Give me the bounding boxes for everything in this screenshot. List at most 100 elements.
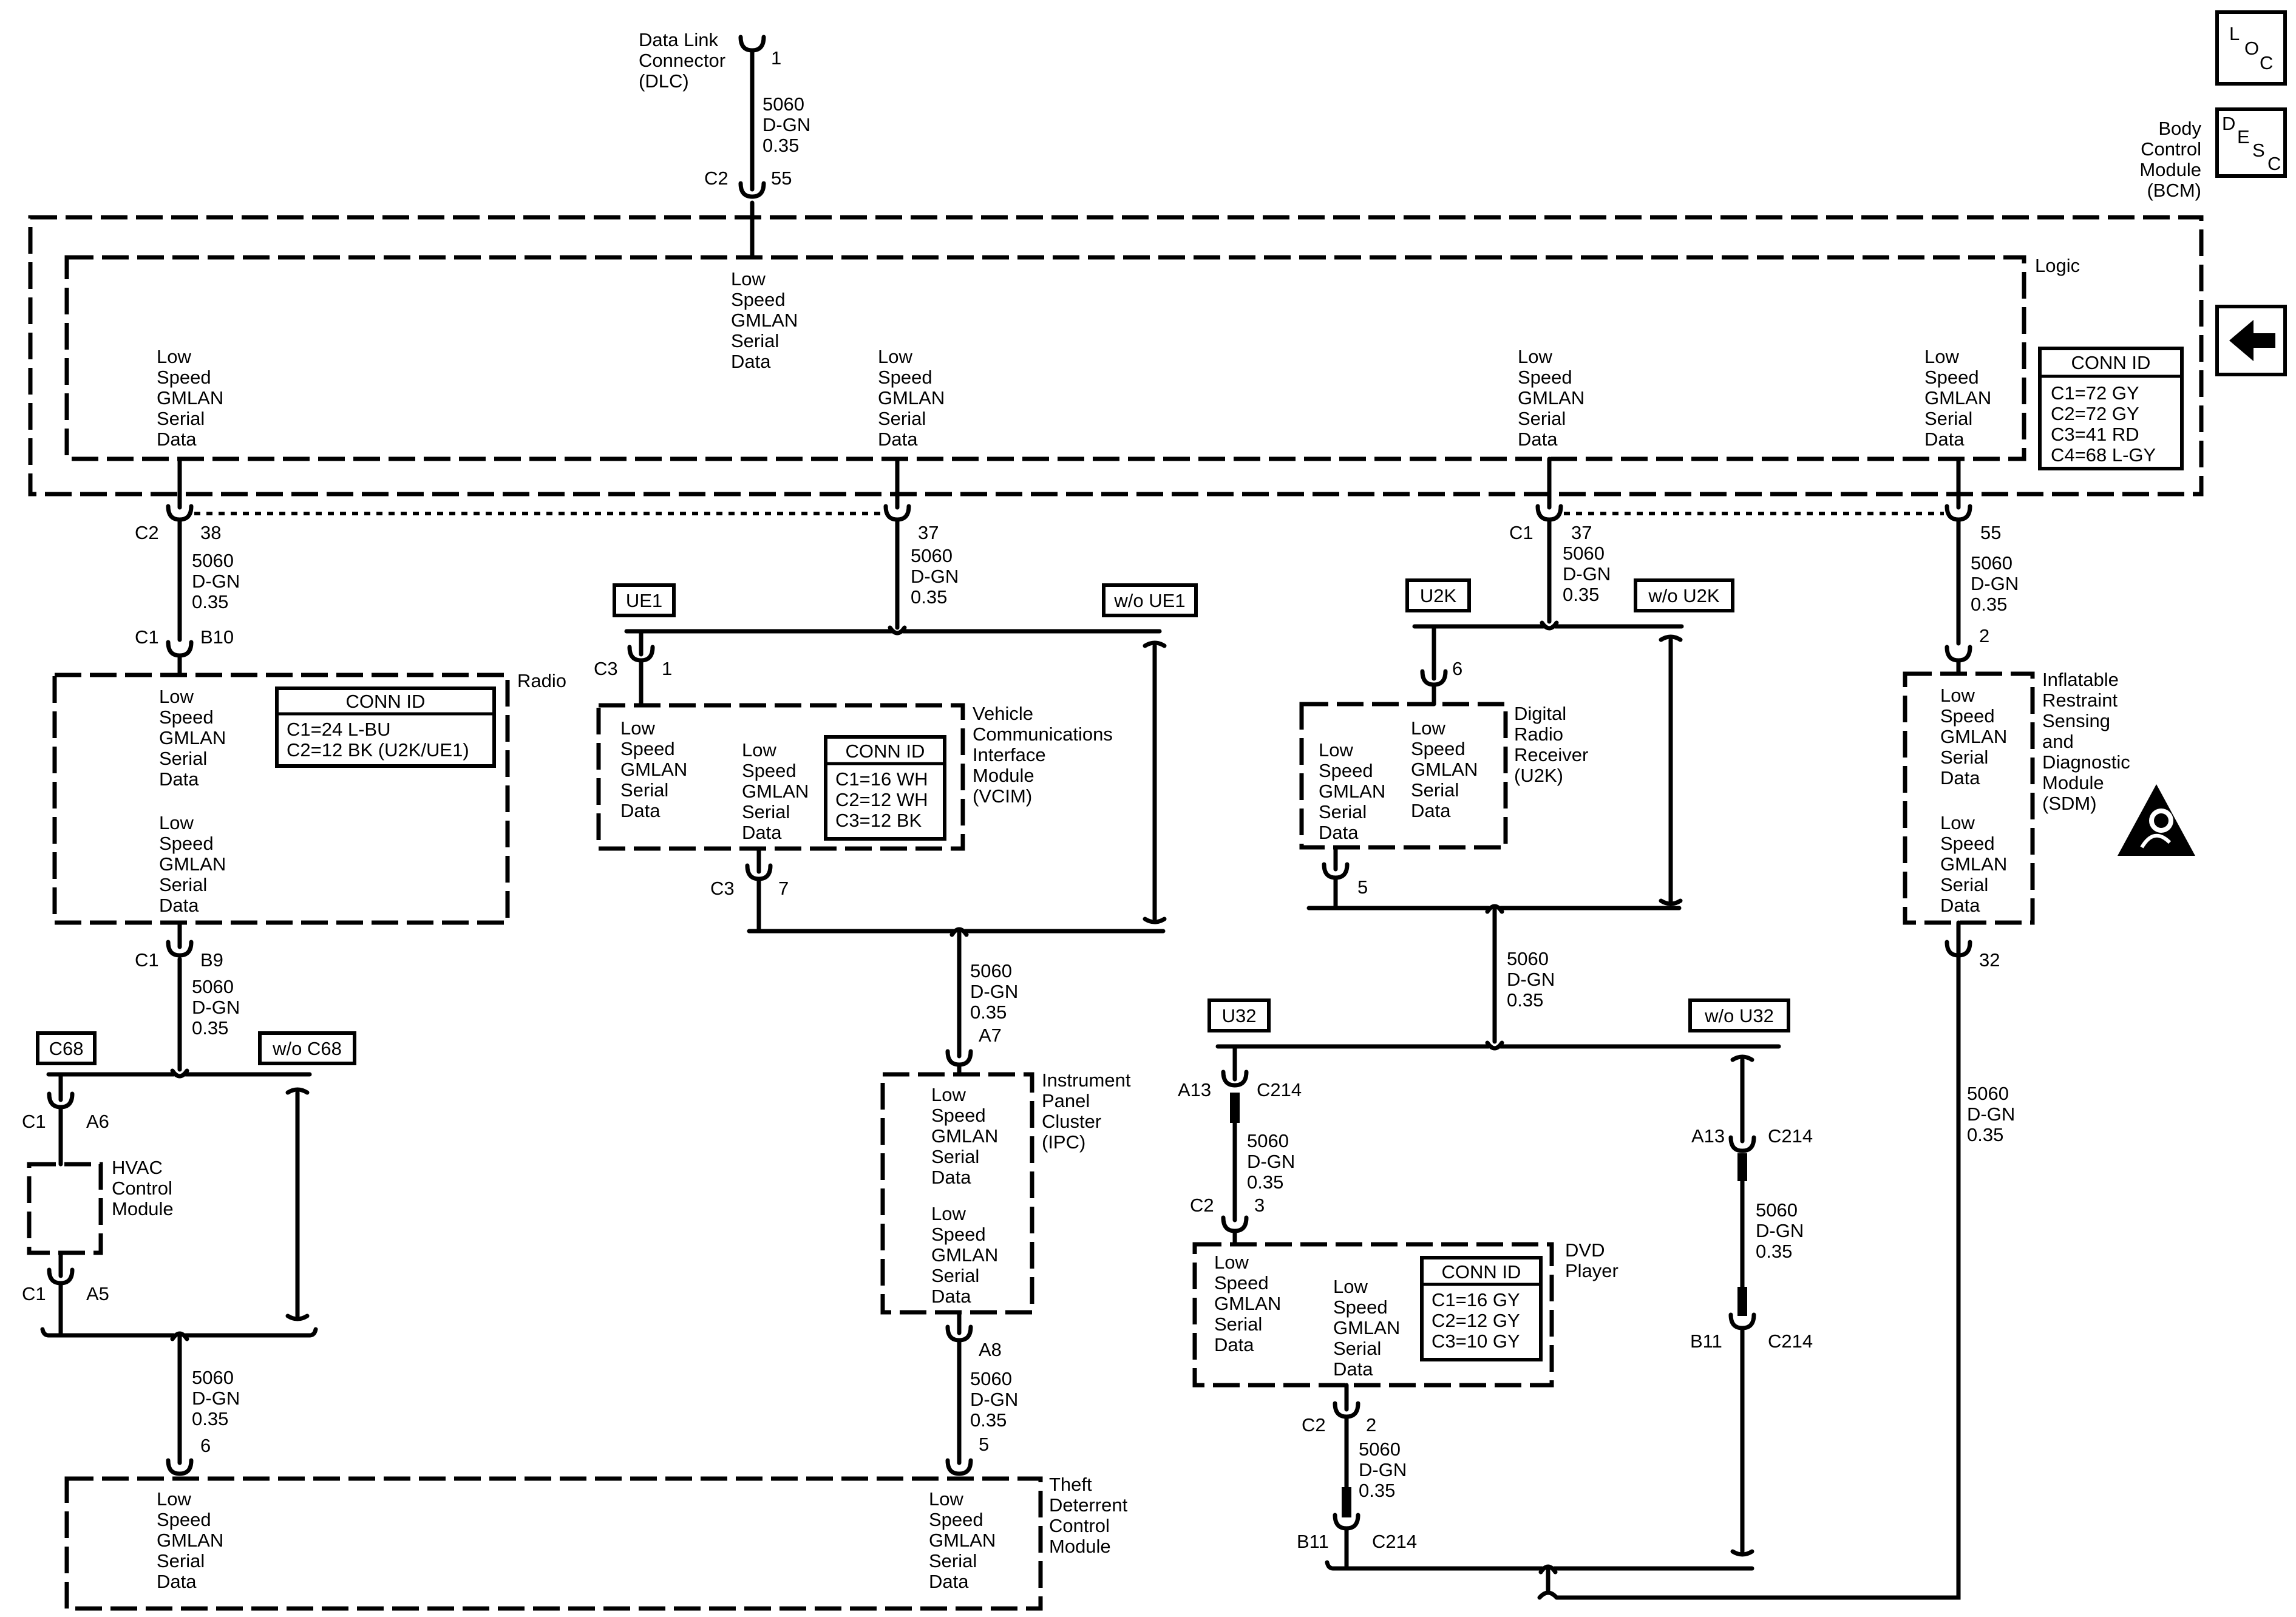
svg-text:Low: Low [931, 1084, 966, 1105]
svg-text:Connector: Connector [639, 50, 725, 71]
svg-text:D: D [2222, 113, 2235, 134]
bcm-logic-outline [64, 255, 2026, 461]
svg-text:0.35: 0.35 [1247, 1171, 1283, 1193]
svg-text:UE1: UE1 [626, 590, 662, 611]
svg-text:5060: 5060 [911, 545, 953, 566]
svg-text:Low: Low [1940, 812, 1975, 833]
svg-text:Cluster: Cluster [1042, 1111, 1101, 1132]
svg-text:Data: Data [742, 822, 782, 843]
svg-text:Speed: Speed [1214, 1272, 1269, 1293]
svg-text:GMLAN: GMLAN [731, 310, 798, 331]
svg-text:Speed: Speed [157, 1509, 211, 1530]
svg-text:Serial: Serial [931, 1265, 979, 1286]
sdm-pin2-terminal [1947, 647, 1970, 660]
vcim-module-outline [596, 703, 965, 851]
desc-symbol: D E S C [2215, 107, 2287, 178]
bcm-signal-vcim: Low Speed GMLAN Serial Data [878, 346, 945, 450]
bcm-conn-id-table: CONN ID C1=72 GY C2=72 GY C3=41 RD C4=68… [2038, 347, 2184, 470]
svg-text:D-GN: D-GN [763, 114, 810, 135]
svg-text:Data: Data [931, 1167, 971, 1188]
svg-text:0.35: 0.35 [1507, 989, 1543, 1011]
svg-text:Speed: Speed [1924, 367, 1979, 388]
dvd-pin3-number: 3 [1254, 1195, 1265, 1216]
svg-text:GMLAN: GMLAN [1411, 759, 1478, 780]
svg-text:5060: 5060 [192, 1367, 234, 1388]
bcm-signal-radio: Low Speed GMLAN Serial Data [157, 346, 223, 450]
svg-text:Speed: Speed [742, 760, 796, 781]
svg-text:5060: 5060 [970, 960, 1012, 981]
radio-signal-bottom: Low Speed GMLAN Serial Data [159, 812, 226, 916]
svg-text:C3=12 BK: C3=12 BK [835, 810, 922, 831]
svg-text:C4=68 L-GY: C4=68 L-GY [2051, 444, 2156, 466]
dvd-b11-label: B11 [1297, 1531, 1329, 1552]
vcim-pin7-number: 7 [778, 878, 789, 899]
dvd-wire-label-top: 5060 D-GN 0.35 [1247, 1130, 1295, 1193]
svg-text:Serial: Serial [1924, 408, 1972, 429]
svg-text:5060: 5060 [1563, 543, 1605, 564]
svg-text:Low: Low [1333, 1276, 1368, 1297]
svg-text:C1=16 WH: C1=16 WH [835, 768, 928, 790]
svg-text:Data: Data [620, 800, 661, 821]
svg-text:w/o UE1: w/o UE1 [1113, 590, 1185, 611]
vcim-pin1-number: 1 [662, 658, 672, 679]
svg-text:Data: Data [1940, 767, 1980, 788]
svg-text:0.35: 0.35 [1756, 1241, 1792, 1262]
ipc-a8-pin: A8 [979, 1339, 1002, 1360]
sdm-signal-bottom: Low Speed GMLAN Serial Data [1940, 812, 2007, 916]
svg-text:Speed: Speed [159, 707, 214, 728]
svg-text:Speed: Speed [620, 738, 675, 759]
ipc-a7-pin: A7 [979, 1025, 1002, 1046]
u2k-module-outline [1299, 702, 1508, 850]
svg-text:Serial: Serial [157, 1550, 205, 1571]
svg-text:Low: Low [731, 268, 766, 290]
svg-text:(BCM): (BCM) [2147, 180, 2201, 201]
svg-text:CONN ID: CONN ID [1442, 1261, 1521, 1283]
svg-text:Control: Control [1049, 1515, 1110, 1536]
ipc-label: Instrument Panel Cluster (IPC) [1042, 1070, 1131, 1153]
svg-text:Speed: Speed [1333, 1297, 1388, 1318]
svg-text:Speed: Speed [1940, 705, 1995, 727]
vcim-signal-right: Low Speed GMLAN Serial Data [742, 739, 809, 843]
dvd-conn-id-table: CONN ID C1=16 GY C2=12 GY C3=10 GY [1420, 1256, 1543, 1361]
svg-text:Low: Low [742, 739, 776, 761]
bcm-label: Body Control Module (BCM) [2139, 118, 2201, 201]
svg-text:Data Link: Data Link [639, 29, 718, 50]
svg-text:Serial: Serial [159, 874, 207, 895]
u2k-wire-label-top: 5060 D-GN 0.35 [1563, 543, 1611, 605]
svg-text:0.35: 0.35 [192, 591, 228, 612]
radio-b10-pin: B10 [200, 626, 234, 648]
left-arrow-icon[interactable] [2215, 305, 2287, 376]
dlc-wire-label: 5060 D-GN 0.35 [763, 93, 810, 156]
svg-text:Speed: Speed [731, 289, 786, 310]
svg-text:(U2K): (U2K) [1514, 765, 1563, 786]
svg-text:Speed: Speed [1319, 760, 1373, 781]
svg-text:0.35: 0.35 [192, 1017, 228, 1039]
u2k-option-box: U2K [1405, 578, 1471, 612]
svg-text:GMLAN: GMLAN [1518, 387, 1584, 408]
dlc-label: Data Link Connector (DLC) [639, 29, 725, 92]
svg-text:5060: 5060 [1247, 1130, 1289, 1151]
svg-text:Low: Low [1319, 739, 1353, 761]
svg-text:GMLAN: GMLAN [620, 759, 687, 780]
ipc-signal-bottom: Low Speed GMLAN Serial Data [931, 1203, 998, 1307]
svg-text:Speed: Speed [931, 1224, 986, 1245]
dvd-module-outline [1192, 1242, 1554, 1388]
svg-text:5060: 5060 [1756, 1199, 1798, 1221]
dvd-pin2-number: 2 [1366, 1414, 1376, 1436]
svg-text:Control: Control [112, 1178, 172, 1199]
svg-text:0.35: 0.35 [1971, 594, 2007, 615]
svg-text:CONN ID: CONN ID [2071, 352, 2151, 373]
svg-text:Deterrent: Deterrent [1049, 1494, 1128, 1516]
svg-text:GMLAN: GMLAN [1319, 781, 1385, 802]
svg-text:Serial: Serial [878, 408, 926, 429]
svg-text:D-GN: D-GN [1507, 969, 1555, 990]
svg-text:(IPC): (IPC) [1042, 1131, 1085, 1153]
svg-text:Serial: Serial [159, 748, 207, 769]
bcm-outline [28, 215, 2204, 497]
svg-text:GMLAN: GMLAN [929, 1530, 996, 1551]
theft-label: Theft Deterrent Control Module [1049, 1474, 1128, 1557]
svg-text:D-GN: D-GN [970, 981, 1018, 1002]
svg-text:5060: 5060 [192, 976, 234, 997]
svg-text:GMLAN: GMLAN [1214, 1293, 1281, 1314]
svg-text:Low: Low [159, 812, 194, 833]
